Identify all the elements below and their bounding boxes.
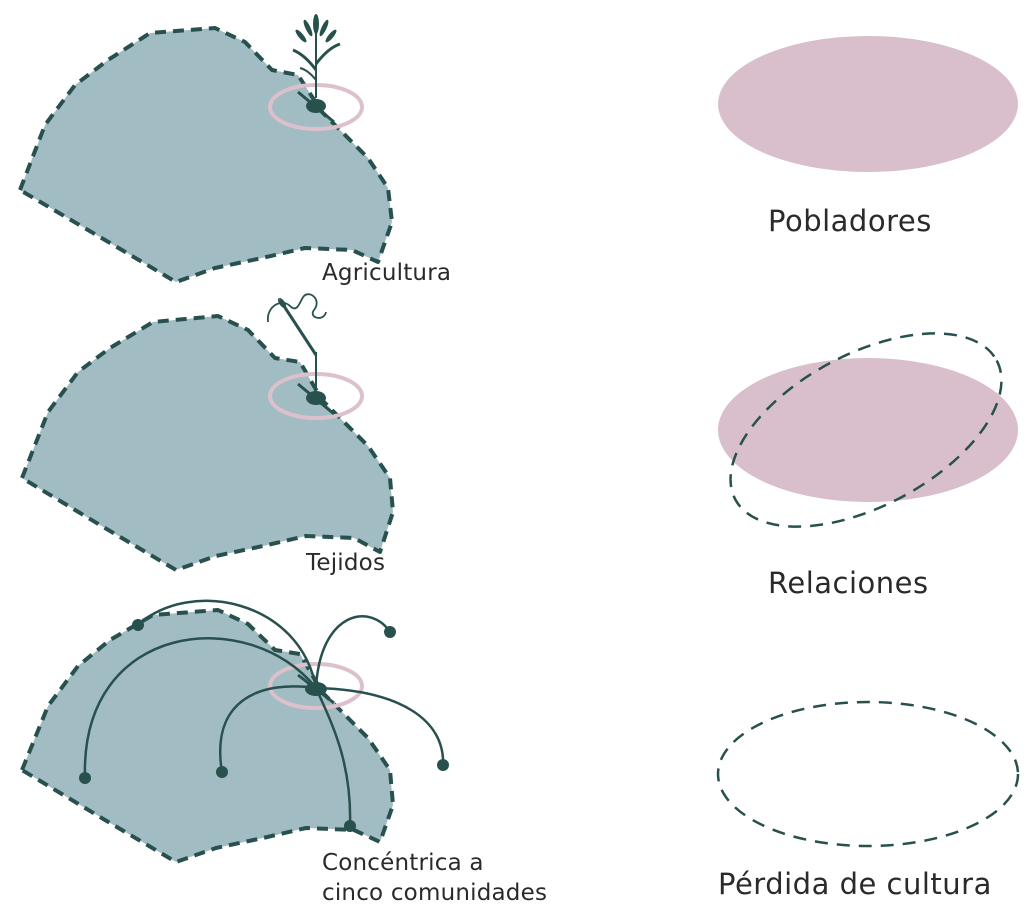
community-node (344, 820, 356, 832)
arc-to-node-topleft (137, 599, 318, 689)
community-node (437, 759, 449, 771)
community-nodes (79, 619, 449, 832)
arc-to-node-left (83, 637, 317, 779)
relaciones-graphic (718, 332, 1018, 528)
label-concentrica-line1: Concéntrica a (322, 850, 484, 876)
village-line (297, 90, 335, 124)
village-line (297, 382, 335, 416)
pobladores-ellipse (718, 36, 1018, 172)
arc-to-node-topright (314, 615, 392, 689)
label-perdida-de-cultura: Pérdida de cultura (718, 867, 992, 901)
community-node (132, 619, 144, 631)
territory-shape (18, 26, 394, 284)
relaciones-dashed-ellipse (729, 332, 1003, 528)
label-pobladores: Pobladores (768, 204, 932, 238)
needle-thread-icon (267, 293, 327, 390)
panel-concentrica (20, 599, 449, 864)
community-node (79, 772, 91, 784)
panel-tejidos (20, 293, 395, 572)
label-tejidos: Tejidos (306, 550, 386, 576)
community-node (216, 766, 228, 778)
arc-to-node-right (315, 686, 445, 766)
arc-to-node-middle (219, 685, 317, 773)
wheat-plant-icon (292, 14, 341, 98)
label-relaciones: Relaciones (768, 566, 929, 600)
highlight-ring (268, 662, 364, 710)
label-concentrica-line2: cinco comunidades (322, 880, 548, 906)
arc-to-node-bottom (314, 687, 352, 827)
territory-shape (20, 314, 395, 572)
label-agricultura: Agricultura (322, 260, 452, 286)
panel-agricultura (18, 14, 394, 284)
community-node (384, 626, 396, 638)
relaciones-filled-ellipse (718, 358, 1018, 502)
perdida-dashed-ellipse (716, 700, 1020, 848)
radiating-arcs-icon (83, 599, 445, 827)
